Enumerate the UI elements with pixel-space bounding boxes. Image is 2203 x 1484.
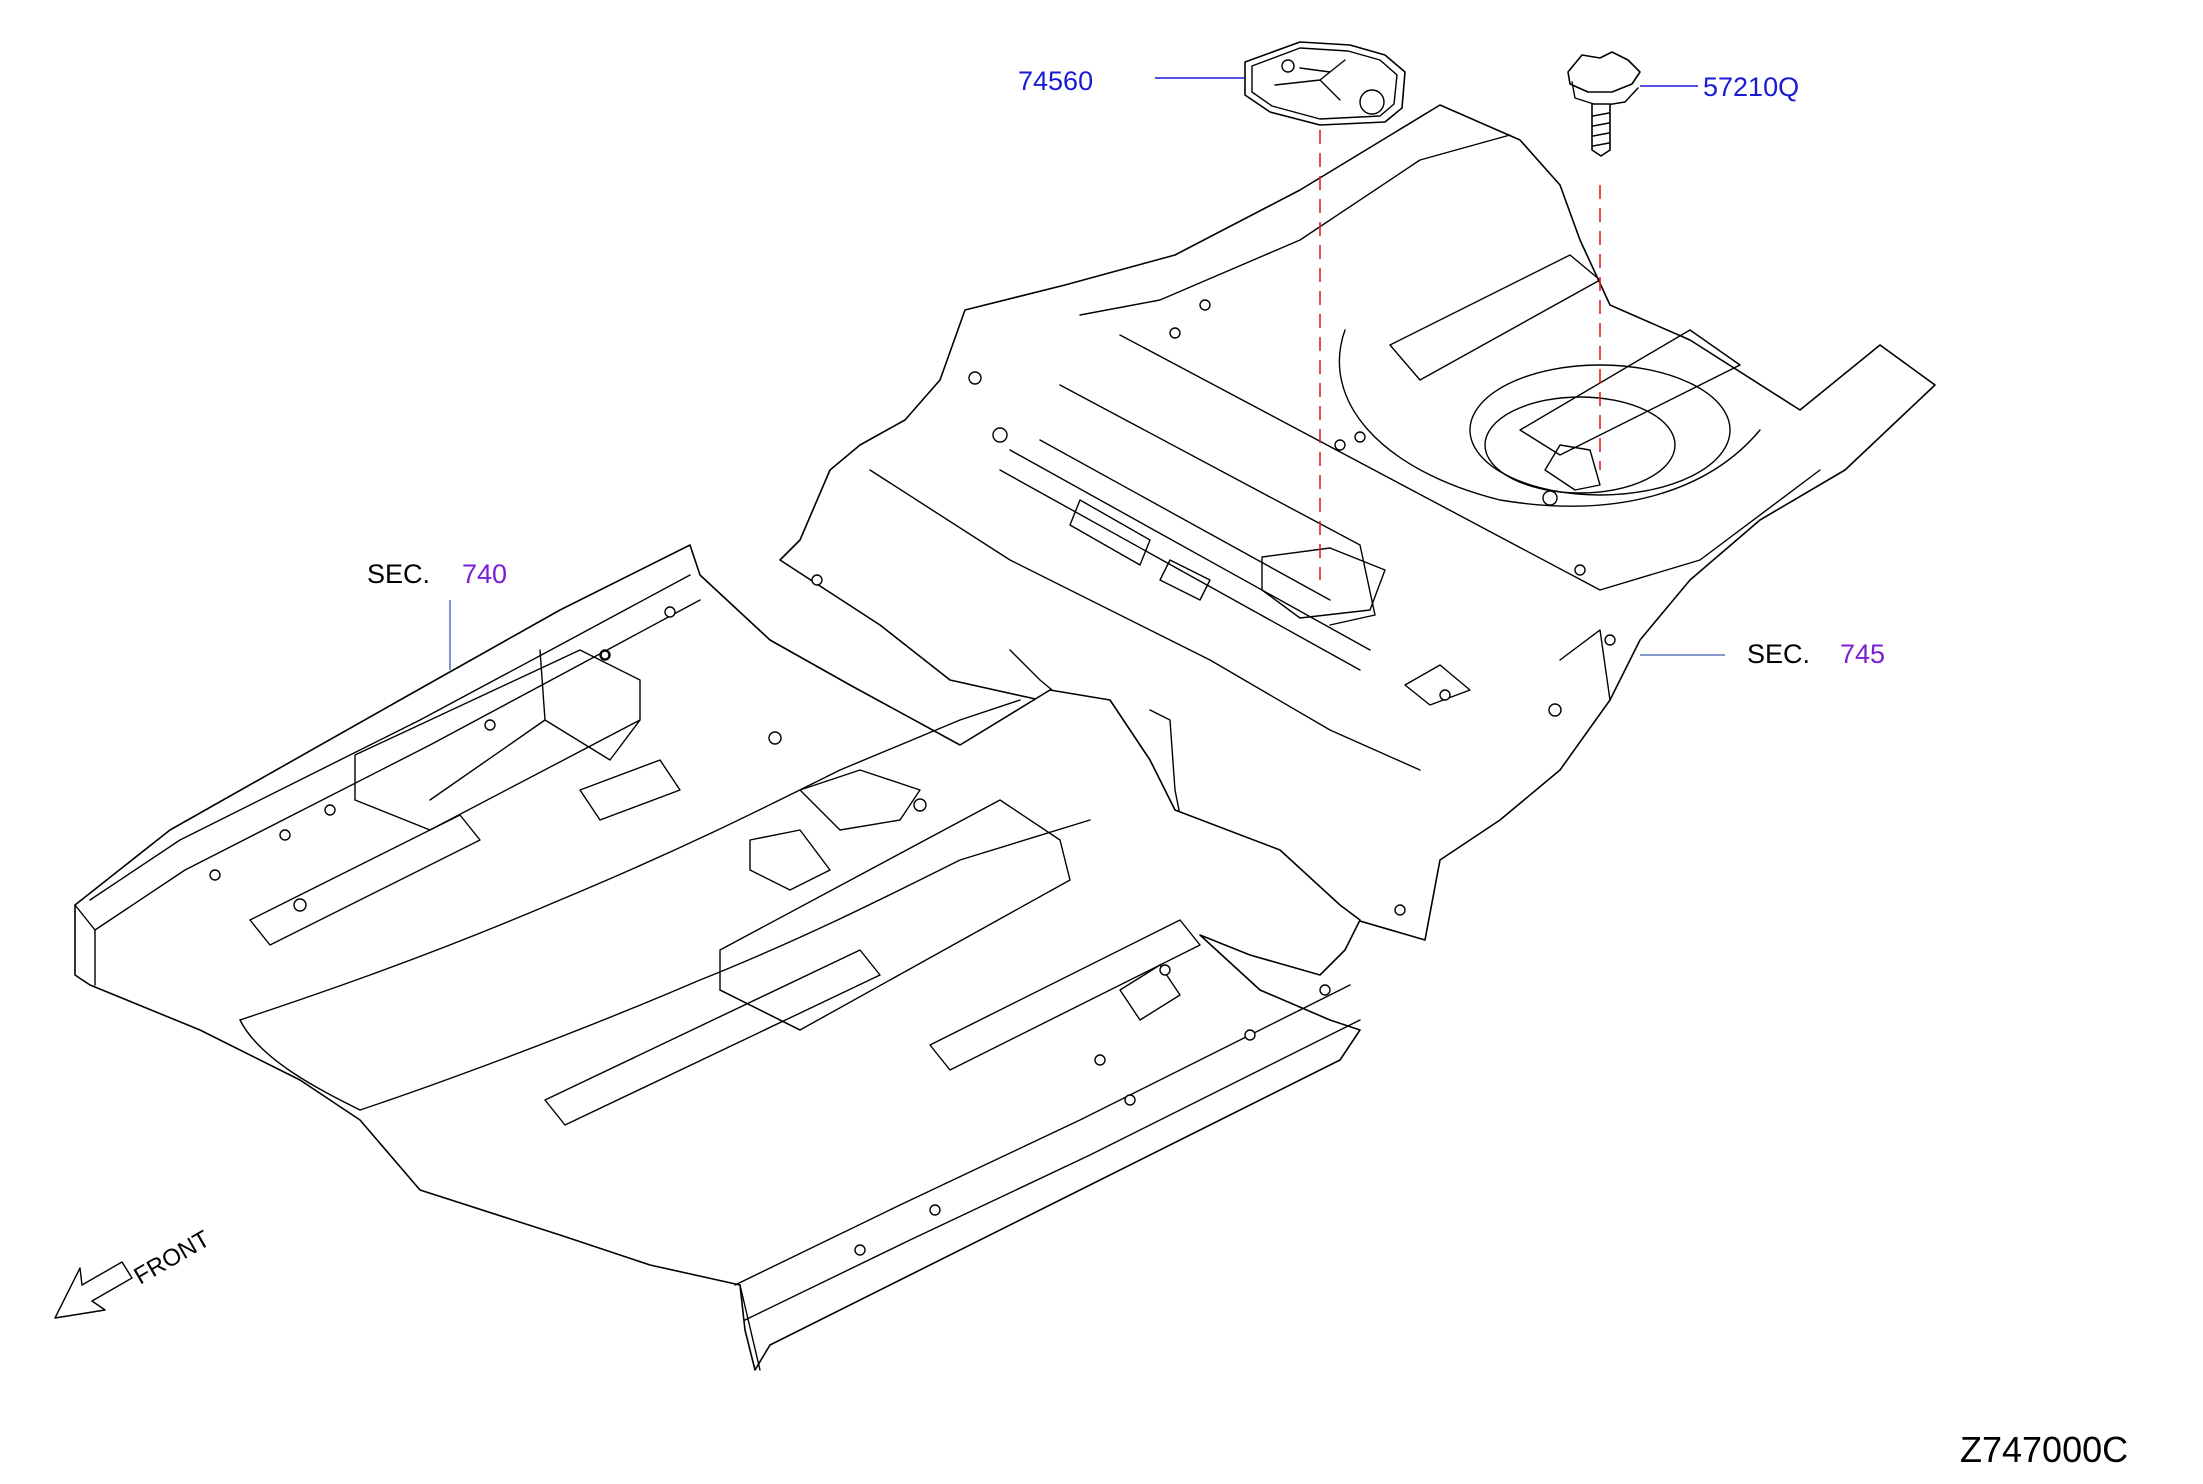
front-arrow-icon: [54, 1261, 133, 1319]
diagram-code: Z747000C: [1960, 1429, 2128, 1470]
jack-cover-icon[interactable]: [1244, 41, 1406, 126]
sec-number-745[interactable]: 745: [1840, 639, 1885, 669]
part-number-57210q[interactable]: 57210Q: [1703, 72, 1799, 102]
tie-down-knob-icon[interactable]: [1567, 51, 1641, 157]
part-number-74560[interactable]: 74560: [1018, 66, 1093, 96]
front-label: FRONT: [130, 1225, 215, 1290]
sec-label-745: SEC.: [1747, 639, 1810, 669]
sec-label-740: SEC.: [367, 559, 430, 589]
sec-number-740[interactable]: 740: [462, 559, 507, 589]
front-floor-panel[interactable]: [74, 544, 1361, 1371]
